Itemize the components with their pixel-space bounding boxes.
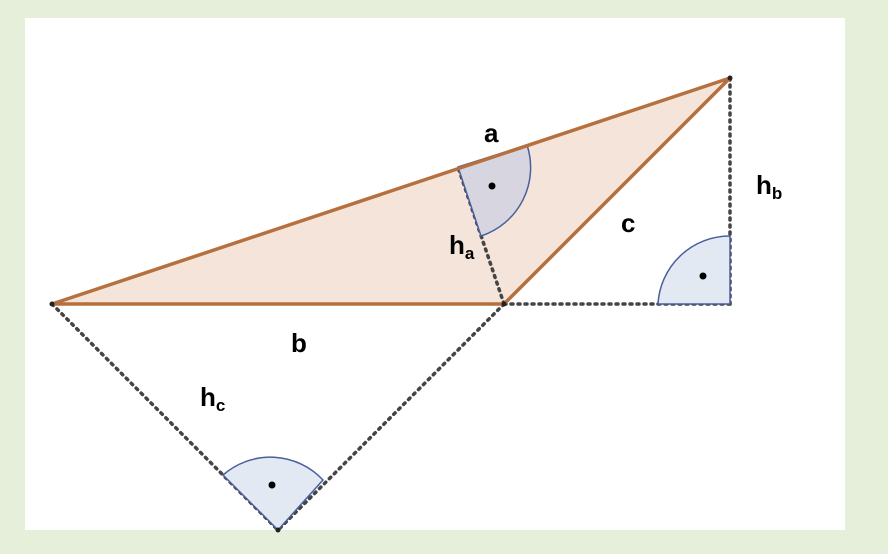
label-side-a: a (484, 118, 499, 148)
right-angle-mark-b (657, 235, 731, 305)
label-height-c: hc (200, 382, 225, 415)
vertex-left (49, 301, 55, 307)
label-height-b: hb (756, 170, 782, 203)
triangle-sides (50, 76, 732, 306)
label-height-a: ha (449, 230, 475, 263)
right-angle-mark-a (457, 144, 532, 237)
vertices (49, 75, 733, 533)
foot-c (275, 527, 281, 533)
label-side-b: b (291, 328, 307, 358)
extension-c-line (276, 302, 506, 532)
side-c-line (502, 76, 732, 306)
vertex-middle (501, 301, 507, 307)
side-a-line (50, 76, 732, 306)
vertex-top (727, 75, 733, 81)
right-angle-mark-c (221, 456, 325, 532)
label-side-c: c (621, 208, 635, 238)
